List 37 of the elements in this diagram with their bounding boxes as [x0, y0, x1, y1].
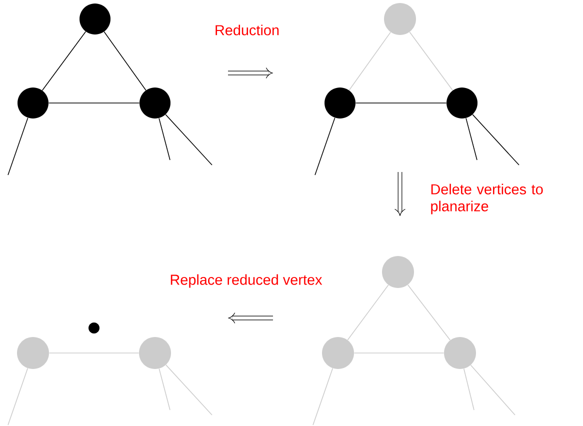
vertex [88, 322, 100, 334]
edge-line [347, 284, 389, 340]
edge-line [354, 352, 444, 354]
edge-line [466, 118, 478, 160]
vertex [139, 337, 171, 369]
vertex [140, 88, 170, 118]
edge-line [165, 114, 212, 166]
vertex [446, 88, 478, 118]
vertex [384, 3, 416, 35]
edge-line [407, 284, 451, 341]
edge-line [48, 352, 140, 354]
vertex [80, 4, 110, 34]
edge-line [312, 368, 334, 426]
edge-line [355, 102, 447, 104]
edge-line [8, 368, 28, 426]
vertex [324, 88, 356, 118]
step-label: Replace reduced vertex [170, 274, 322, 288]
edge-line [8, 117, 28, 176]
step-label: Delete vertices to planarize [431, 184, 543, 214]
edge-line [166, 364, 212, 416]
vertex [322, 337, 354, 369]
edge-line [158, 118, 170, 160]
edge-line [348, 32, 391, 91]
edge-line [104, 31, 146, 91]
edge-line [472, 114, 520, 166]
edge-line [314, 117, 336, 176]
edge-line [42, 31, 86, 91]
edge-line [409, 32, 454, 91]
edge-line [158, 368, 170, 410]
vertex [17, 337, 49, 369]
edge-line [470, 364, 516, 416]
step-label: Reduction [216, 24, 279, 36]
edge-line [48, 102, 140, 104]
vertex [382, 256, 414, 288]
vertex [18, 88, 48, 118]
vertex [444, 337, 476, 369]
edge-line [463, 368, 474, 410]
